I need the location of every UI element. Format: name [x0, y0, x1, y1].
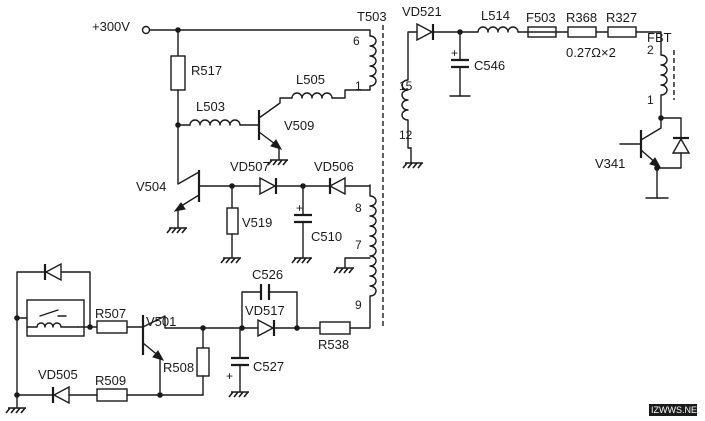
- capacitor-c510: + C510: [294, 185, 342, 259]
- transistor-v341: V341: [595, 117, 662, 199]
- supply-terminal: [141, 25, 151, 35]
- pin-6: 6: [353, 34, 360, 48]
- c546-label: C546: [474, 58, 505, 73]
- resistor-r508: R508: [163, 327, 210, 396]
- watermark-text: IZWWS.NET: [651, 405, 703, 415]
- relay: [26, 299, 85, 337]
- supply-label: +300V: [92, 19, 130, 34]
- svg-text:+: +: [226, 369, 233, 383]
- r509-label: R509: [95, 373, 126, 388]
- inductor-l505: L505: [291, 72, 333, 99]
- svg-text:+: +: [296, 201, 303, 215]
- vd521-label: VD521: [402, 4, 442, 19]
- inductor-l503: L503: [189, 99, 241, 126]
- r507-label: R507: [95, 306, 126, 321]
- c526-label: C526: [252, 267, 283, 282]
- v341-label: V341: [595, 156, 625, 171]
- v504-label: V504: [136, 179, 166, 194]
- fbt-label: FBT: [647, 30, 672, 45]
- resistor-r509: R509: [95, 373, 128, 402]
- vd517-label: VD517: [245, 303, 285, 318]
- inductor-l514: L514: [477, 8, 519, 33]
- c527-label: C527: [253, 359, 284, 374]
- resistor-r327: R327: [606, 10, 637, 38]
- vd505-label: VD505: [38, 367, 78, 382]
- r517-label: R517: [191, 63, 222, 78]
- pin-9: 9: [355, 298, 362, 312]
- resistor-r538: R538: [318, 321, 351, 352]
- v509-label: V509: [284, 118, 314, 133]
- resistor-r507: R507: [95, 306, 128, 334]
- transistor-v509: V509: [257, 97, 314, 161]
- fuse-f503: F503: [526, 10, 557, 38]
- zener-v519: V519: [226, 185, 272, 259]
- capacitor-c526: C526: [241, 267, 298, 329]
- c510-label: C510: [311, 229, 342, 244]
- r327-label: R327: [606, 10, 637, 25]
- l505-label: L505: [296, 72, 325, 87]
- pin-8: 8: [355, 201, 362, 215]
- pin-12: 12: [399, 128, 413, 142]
- diode-vd505: VD505: [38, 367, 78, 405]
- r538-label: R538: [318, 337, 349, 352]
- resistor-r517: R517: [170, 55, 222, 91]
- relay-block: [14, 271, 91, 409]
- l503-label: L503: [196, 99, 225, 114]
- svg-text:+: +: [451, 46, 458, 60]
- diode-relay-flyback: [43, 262, 62, 282]
- pin-15: 15: [399, 79, 413, 93]
- l514-label: L514: [481, 8, 510, 23]
- pin-7: 7: [355, 238, 362, 252]
- transistor-v504: V504: [136, 170, 256, 229]
- v501-label: V501: [146, 314, 176, 329]
- diode-vd517: VD517: [245, 303, 285, 338]
- pin-1: 1: [355, 79, 362, 93]
- capacitor-c546: + C546: [449, 31, 505, 97]
- transistor-v501: V501: [141, 314, 204, 396]
- v519-label: V519: [242, 215, 272, 230]
- watermark: IZWWS.NET: [649, 404, 703, 416]
- capacitor-c527: + C527: [226, 327, 284, 393]
- damper-diode: [656, 117, 691, 169]
- t503-label: T503: [357, 9, 387, 24]
- r508-label: R508: [163, 360, 194, 375]
- vd507-label: VD507: [230, 159, 270, 174]
- fbt-pin-2: 2: [647, 43, 654, 57]
- diode-vd506: VD506: [314, 159, 354, 196]
- fbt-pin-1: 1: [647, 93, 654, 107]
- diode-vd521: VD521: [402, 4, 442, 42]
- fbt-winding: FBT 2 1: [647, 30, 675, 119]
- transformer-t503: T503 6 1 15 12 8 7 9: [333, 9, 424, 329]
- vd506-label: VD506: [314, 159, 354, 174]
- supply-rail: +300V: [92, 19, 371, 57]
- r368-label: R368: [566, 10, 597, 25]
- resistor-value-note: 0.27Ω×2: [566, 45, 616, 60]
- resistor-r368: R368: [566, 10, 597, 38]
- diode-vd507: VD507: [230, 159, 278, 196]
- f503-label: F503: [526, 10, 556, 25]
